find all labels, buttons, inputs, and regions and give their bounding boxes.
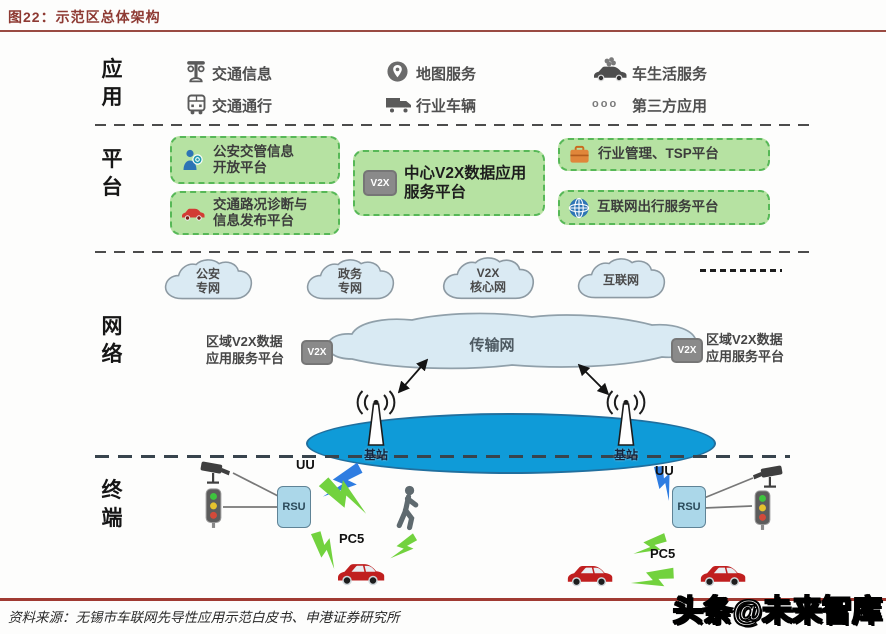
uu-label-right: UU (655, 463, 674, 478)
app-item-traffic-info: 交通信息 (212, 66, 273, 83)
rsu-box-right: RSU (672, 486, 706, 528)
pedestrian-icon (391, 484, 424, 532)
map-pin-icon (386, 60, 409, 83)
regional-v2x-platform-left: 区域V2X数据 应用服务平台 (206, 334, 285, 366)
title-underline (0, 30, 886, 32)
pc5-lightning-pedestrian-car (388, 529, 421, 567)
platform-box-label: 公安交管信息 开放平台 (213, 143, 294, 175)
platform-box-road-diagnosis: 交通路况诊断与 信息发布平台 (170, 191, 340, 235)
antenna-icon (351, 389, 401, 448)
platform-box-internet-travel: 互联网出行服务平台 (558, 190, 770, 225)
car-icon (697, 562, 747, 588)
pc5-label-left: PC5 (339, 531, 365, 546)
cloud-label: 公安 专网 (195, 267, 220, 295)
truck-icon (384, 94, 414, 116)
cloud-label: 政务 专网 (337, 267, 362, 295)
link-light-rsu-right (703, 505, 753, 509)
separator-platform-network (95, 251, 810, 253)
figure-title: 图22：示范区总体架构 (8, 9, 161, 25)
platform-box-label: 交通路况诊断与 信息发布平台 (213, 196, 308, 228)
traffic-light-icon (752, 490, 773, 530)
pc5-lightning-car-car (629, 560, 679, 599)
v2x-icon: V2X (671, 338, 703, 363)
red-car-icon (180, 205, 206, 222)
cloud-label: V2X 核心网 (469, 266, 506, 294)
layer-label-terminal: 终端 (101, 479, 123, 531)
app-item-car-life-service: 车生活服务 (632, 66, 708, 83)
more-networks-ellipsis (700, 269, 782, 272)
separator-app-platform (95, 124, 810, 126)
transmission-network-label: 传输网 (469, 337, 515, 354)
cloud-v2x-core-network: V2X 核心网 (438, 257, 538, 305)
pc5-lightning-rsu-pedestrian (315, 472, 375, 517)
watermark: 头条@未来智库 (672, 594, 883, 628)
source-note: 资料来源：无锡市车联网先导性应用示范白皮书、申港证券研究所 (8, 610, 400, 625)
car-service-icon (590, 56, 628, 84)
footer-rule (0, 598, 886, 601)
cloud-transmission-network: 传输网 (322, 310, 702, 374)
pc5-label-right: PC5 (650, 546, 676, 561)
bus-icon (184, 92, 209, 116)
cloud-internet: 互联网 (574, 258, 668, 304)
traffic-signal-icon (183, 59, 209, 84)
v2x-icon: V2X (301, 340, 333, 365)
cloud-police-network: 公安 专网 (160, 259, 256, 305)
rsu-box-left: RSU (277, 486, 311, 528)
car-icon (564, 562, 614, 588)
uu-lightning-left (320, 457, 368, 509)
globe-icon (568, 197, 590, 219)
uu-label-left: UU (296, 457, 315, 472)
cloud-government-network: 政务 专网 (302, 259, 398, 305)
regional-v2x-platform-right: 区域V2X数据 应用服务平台 (706, 332, 785, 364)
platform-box-label: 互联网出行服务平台 (597, 199, 719, 215)
platform-box-label: 中心V2X数据应用 服务平台 (404, 164, 527, 201)
link-camera-rsu-right (703, 477, 754, 499)
car-icon (334, 560, 386, 587)
briefcase-icon (568, 145, 591, 165)
app-item-industry-vehicles: 行业车辆 (416, 98, 477, 115)
app-item-map-service: 地图服务 (416, 66, 477, 83)
traffic-light-icon (203, 488, 224, 528)
link-camera-rsu-left (232, 472, 281, 498)
app-item-traffic-passage: 交通通行 (212, 98, 273, 115)
cloud-label: 互联网 (602, 273, 639, 288)
platform-box-central-v2x: V2X 中心V2X数据应用 服务平台 (353, 150, 545, 216)
v2x-icon: V2X (363, 170, 397, 196)
platform-box-police-info: 公安交管信息 开放平台 (170, 136, 340, 184)
separator-network-terminal (95, 455, 790, 458)
app-item-third-party: 第三方应用 (632, 98, 708, 115)
base-station-label-right: 基站 (613, 448, 638, 462)
platform-box-tsp: 行业管理、TSP平台 (558, 138, 770, 171)
platform-box-label: 行业管理、TSP平台 (598, 146, 719, 162)
layer-label-platform: 平台 (101, 148, 123, 200)
layer-label-network: 网络 (101, 315, 123, 367)
antenna-icon (601, 389, 651, 448)
cctv-camera-icon (748, 463, 784, 490)
cctv-camera-icon (199, 459, 235, 486)
base-station-label-left: 基站 (363, 448, 388, 462)
police-icon (180, 147, 206, 174)
dots-icon: ooo (592, 98, 619, 110)
layer-label-application: 应用 (101, 58, 123, 110)
